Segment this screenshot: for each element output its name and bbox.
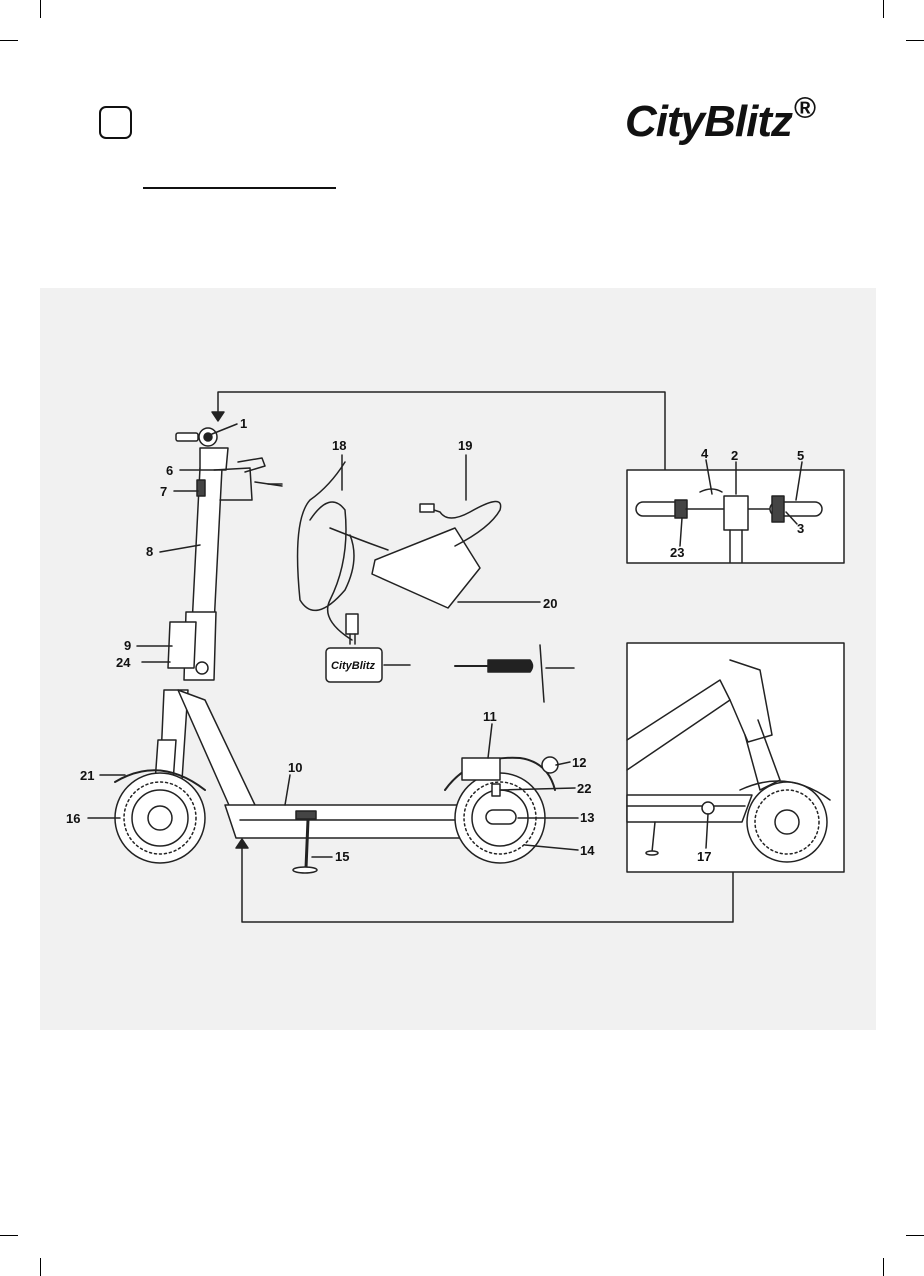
callout-9: 9	[124, 638, 131, 653]
rear-reflector	[492, 784, 500, 796]
callout-20: 20	[543, 596, 557, 611]
inset-display	[724, 496, 748, 530]
callout-13: 13	[580, 810, 594, 825]
deck-light	[296, 811, 316, 819]
callout-1: 1	[240, 416, 247, 431]
brake-lever	[197, 480, 205, 496]
left-grip-dial	[675, 500, 687, 518]
callout-3: 3	[797, 521, 804, 536]
callout-4: 4	[701, 446, 709, 461]
hex-key	[540, 645, 544, 702]
right-brake	[772, 496, 784, 522]
handlebar-head	[200, 448, 228, 470]
power-plug	[346, 614, 358, 634]
callout-8: 8	[146, 544, 153, 559]
kickstand	[306, 820, 308, 868]
screwdriver-handle	[488, 660, 533, 672]
callout-6: 6	[166, 463, 173, 478]
callout-15: 15	[335, 849, 349, 864]
rear-fender-top	[462, 758, 500, 780]
charging-port	[702, 802, 714, 814]
callout-12: 12	[572, 755, 586, 770]
callout-24: 24	[116, 655, 131, 670]
charger-body	[372, 528, 480, 608]
callout-7: 7	[160, 484, 167, 499]
callout-22: 22	[577, 781, 591, 796]
bell-lever	[176, 433, 198, 441]
connector-arrow-top	[212, 412, 224, 421]
callout-17: 17	[697, 849, 711, 864]
handlebar-connector	[218, 392, 665, 470]
callout-19: 19	[458, 438, 472, 453]
fold-latch	[168, 622, 196, 668]
deck-detail-inset	[627, 643, 844, 872]
callout-16: 16	[66, 811, 80, 826]
dc-plug	[420, 504, 434, 512]
rear-motor-slot	[486, 810, 516, 824]
callout-10: 10	[288, 760, 302, 775]
callout-23: 23	[670, 545, 684, 560]
front-hub	[148, 806, 172, 830]
charger-cable	[298, 462, 354, 640]
callout-11: 11	[483, 709, 497, 724]
callout-21: 21	[80, 768, 94, 783]
callout-18: 18	[332, 438, 346, 453]
connector-arrow-bottom	[236, 839, 248, 848]
callout-2: 2	[731, 448, 738, 463]
latch-pivot	[196, 662, 208, 674]
callout-5: 5	[797, 448, 804, 463]
card-brand-text: CityBlitz	[331, 660, 376, 672]
callout-14: 14	[580, 843, 595, 858]
